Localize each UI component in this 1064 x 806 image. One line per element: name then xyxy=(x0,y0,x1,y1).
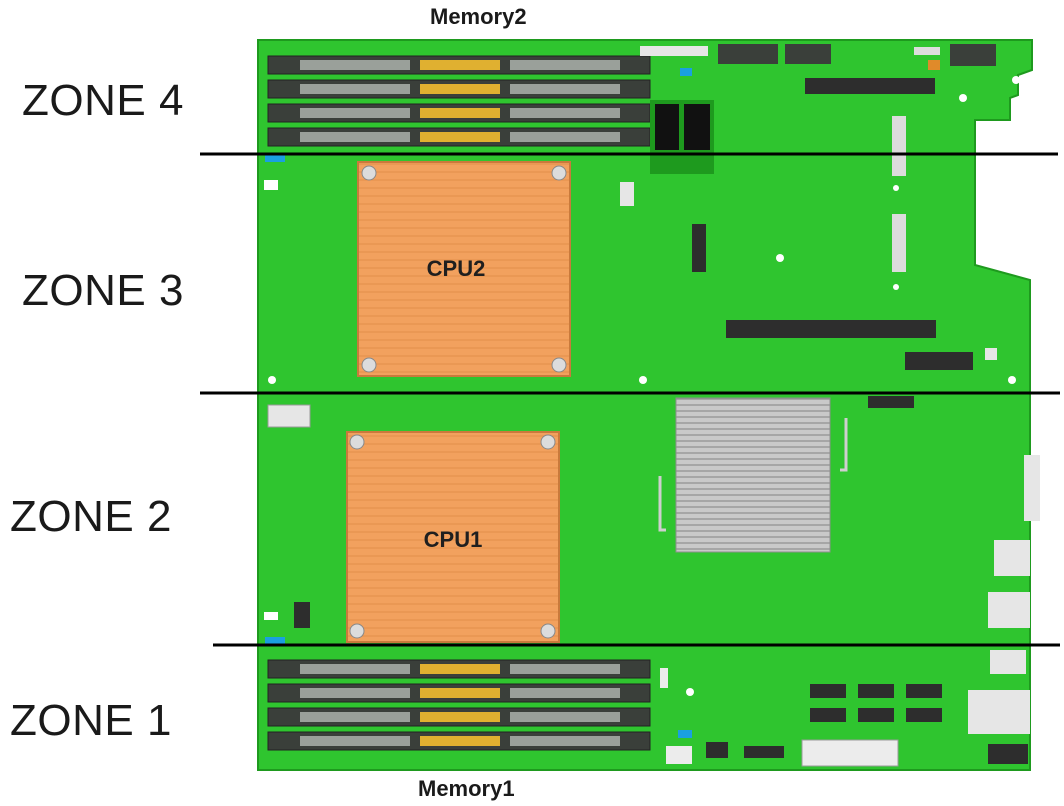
zone-4-label: ZONE 4 xyxy=(22,76,184,126)
zone-2-label: ZONE 2 xyxy=(10,492,172,542)
memory1-label: Memory1 xyxy=(418,776,515,802)
cpu2-heatsink: CPU2 xyxy=(358,162,570,376)
cpu1-heatsink: CPU1 xyxy=(347,432,559,642)
zone-3-label: ZONE 3 xyxy=(22,266,184,316)
zone-1-label: ZONE 1 xyxy=(10,696,172,746)
cpu2-label: CPU2 xyxy=(427,256,486,281)
cpu1-label: CPU1 xyxy=(424,527,483,552)
memory2-label: Memory2 xyxy=(430,4,527,30)
